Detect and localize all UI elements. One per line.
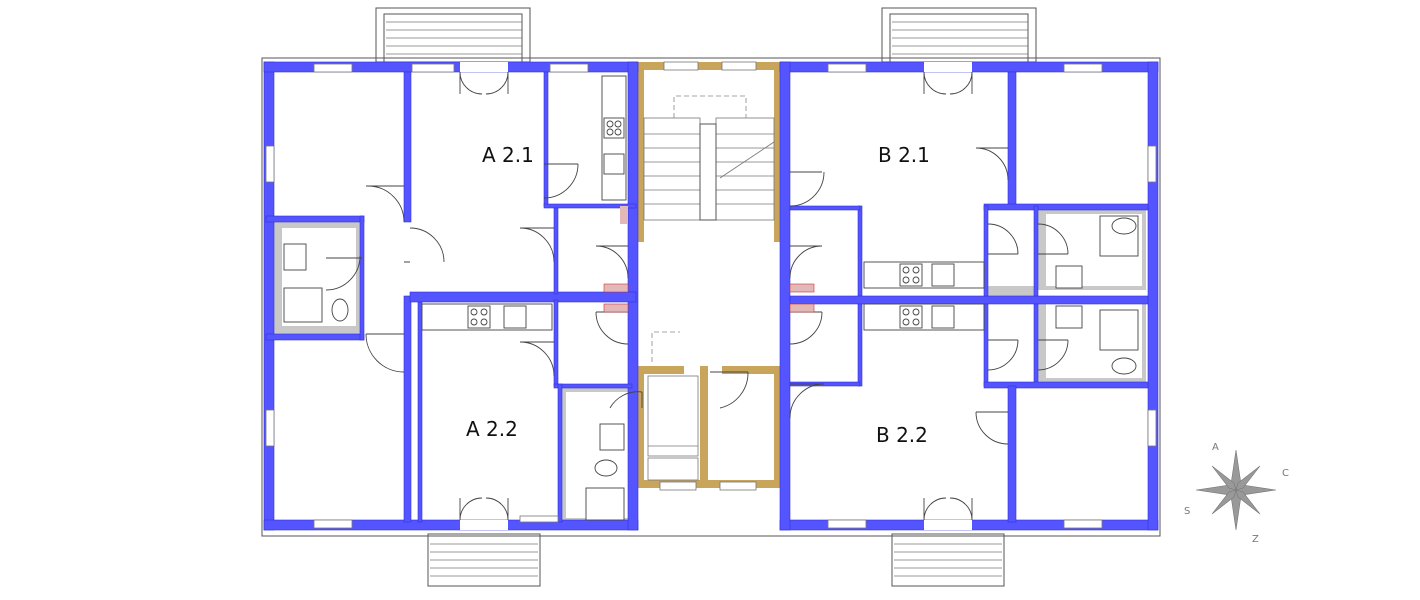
compass-letter-s: S — [1184, 506, 1190, 517]
unit-label-a22: A 2.2 — [466, 417, 518, 441]
compass-letter-c: C — [1282, 468, 1289, 479]
staircase-walls — [636, 62, 782, 488]
unit-label-b21: B 2.1 — [878, 143, 930, 167]
walls — [263, 61, 1159, 531]
unit-labels: A 2.1 A 2.2 B 2.1 B 2.2 — [466, 143, 930, 447]
building-outline — [261, 57, 1161, 537]
compass-rose: S A C Z — [1184, 442, 1289, 545]
stair-flights — [643, 95, 775, 481]
compass-letter-z: Z — [1252, 534, 1259, 545]
unit-label-b22: B 2.2 — [876, 423, 928, 447]
fixtures — [283, 75, 1139, 521]
compass-letter-a: A — [1212, 442, 1219, 453]
unit-label-a21: A 2.1 — [482, 143, 534, 167]
windows — [265, 61, 1157, 529]
doors — [325, 62, 1069, 530]
